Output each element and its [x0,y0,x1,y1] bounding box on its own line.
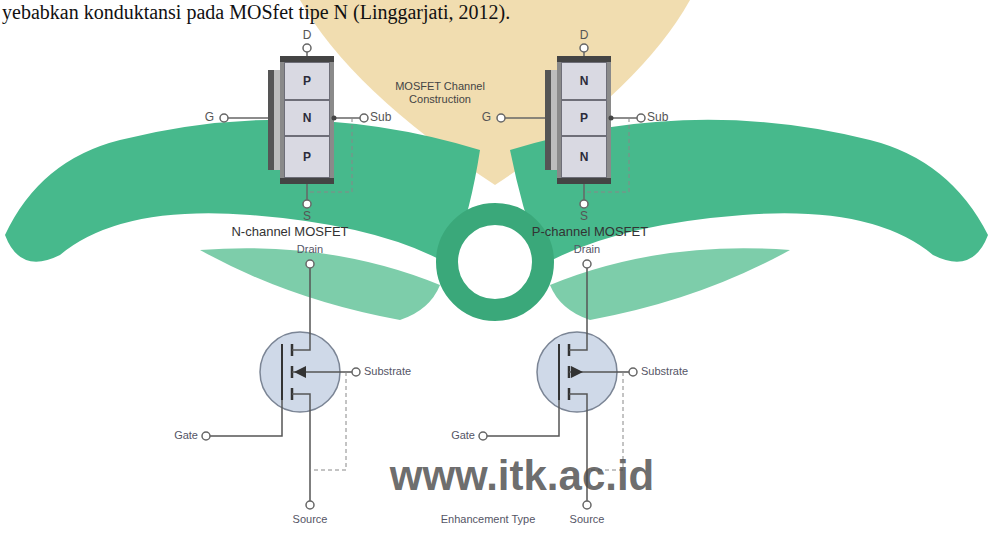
body-text: yebabkan konduktansi pada MOSfet tipe N … [2,1,510,24]
pin-name: Drain [297,243,323,256]
terminal-label: Sub [370,111,391,125]
terminal-label: S [303,210,311,224]
watermark: www.itk.ac.id [390,452,655,500]
pin-name: Substrate [641,365,688,378]
layer-letter: P [303,150,311,164]
p-channel-construction [497,44,645,208]
logo-right-wing [510,120,988,265]
pin-name: Gate [451,429,475,442]
terminal-label: D [303,29,312,43]
semiconductor-layer: P [284,136,330,178]
terminal-label: G [482,111,491,125]
layer-letter: N [580,74,589,88]
logo-ring [447,214,543,310]
p-channel-arrow [571,366,583,378]
diagram-heading: MOSFET Channel Construction [394,80,486,105]
logo-lower-left [200,248,440,320]
pin-name: Drain [574,243,600,256]
terminal-label: G [205,111,214,125]
semiconductor-layer: N [284,100,330,136]
layer-letter: N [580,150,589,164]
layer-letter: P [303,74,311,88]
logo-left-wing [5,120,480,265]
terminal-label: Sub [647,111,668,125]
pin-name: Source [293,513,328,526]
n-channel-arrow [294,366,306,378]
semiconductor-layer: N [561,136,607,178]
device-title: N-channel MOSFET [231,225,348,240]
pin-name: Substrate [364,365,411,378]
semiconductor-layer: N [561,62,607,100]
terminal-label: S [580,210,588,224]
device-title: P-channel MOSFET [532,225,648,240]
n-channel-construction [220,44,368,208]
layer-letter: N [303,111,312,125]
pin-name: Gate [174,429,198,442]
terminal-label: D [580,29,589,43]
pin-name: Source [570,513,605,526]
diagram-caption-label: Enhancement Type [441,513,536,526]
semiconductor-layer: P [561,100,607,136]
n-channel-symbol [202,260,360,509]
layer-letter: P [580,111,588,125]
logo-lower-right [550,248,790,320]
semiconductor-layer: P [284,62,330,100]
